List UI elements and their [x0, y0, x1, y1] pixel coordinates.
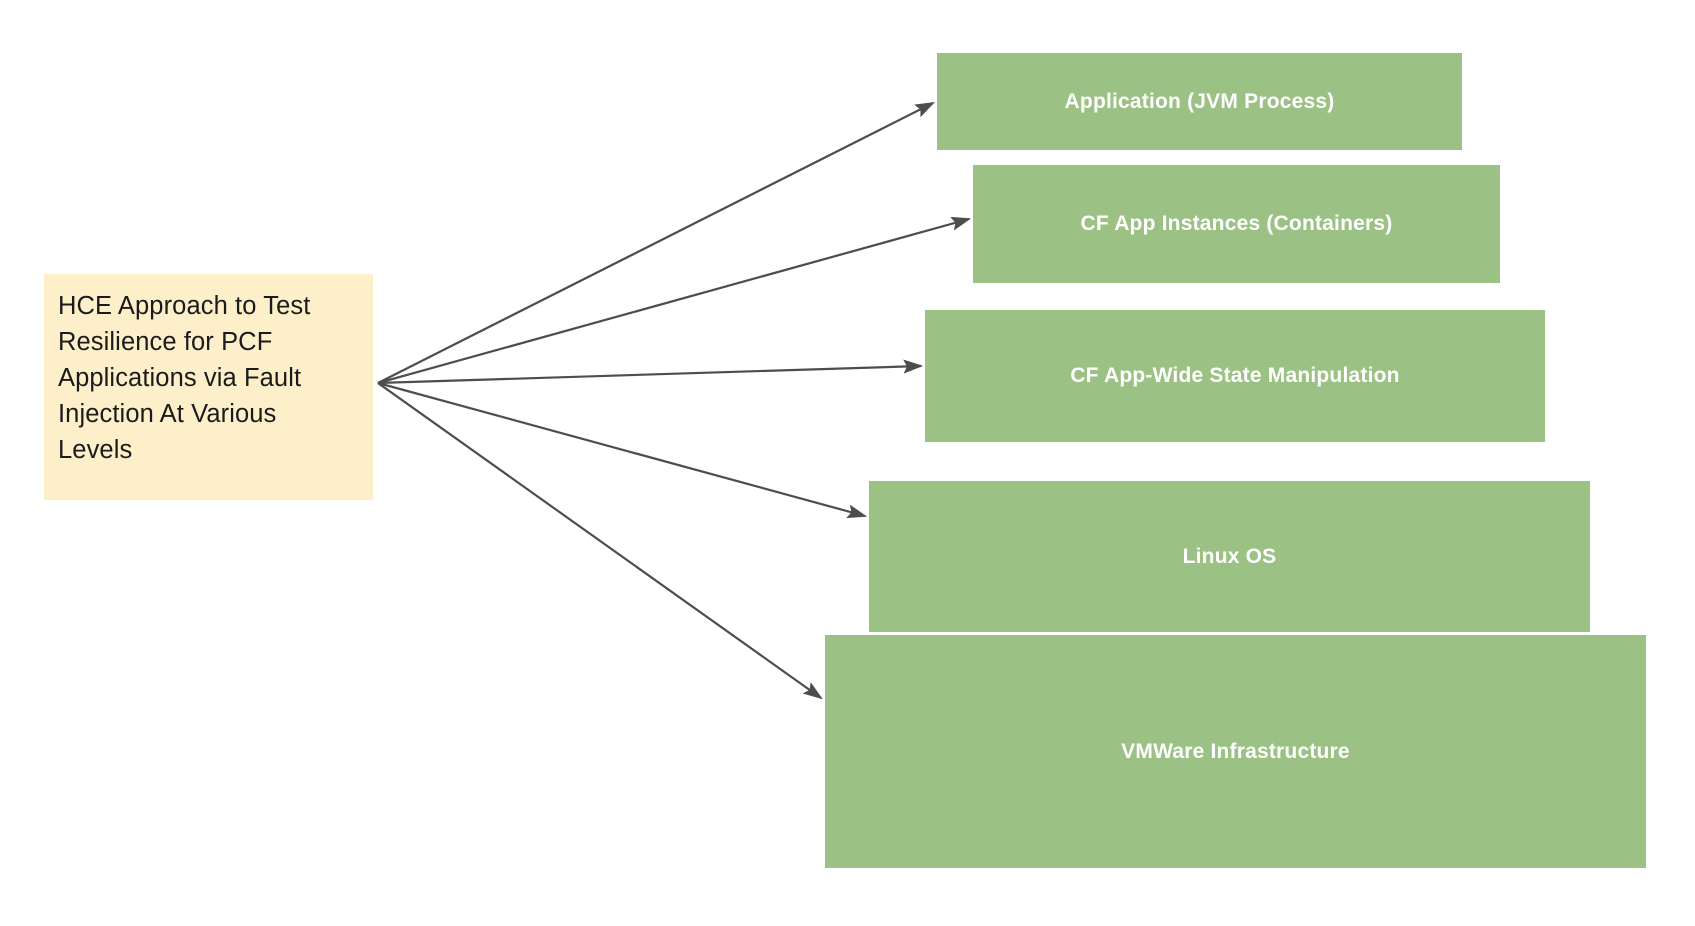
- source-note-text: HCE Approach to Test Resilience for PCF …: [58, 292, 311, 464]
- layer-label-cf-app-instances: CF App Instances (Containers): [1080, 212, 1393, 235]
- layer-box-application[interactable]: Application (JVM Process): [937, 53, 1462, 150]
- layer-label-application: Application (JVM Process): [1064, 89, 1335, 113]
- connector-arrow-5: [377, 382, 823, 700]
- layer-box-linux-os[interactable]: Linux OS: [869, 481, 1590, 632]
- layer-label-cf-app-wide-state: CF App-Wide State Manipulation: [1070, 364, 1400, 387]
- connector-arrow-3: [377, 359, 924, 385]
- layer-label-linux-os: Linux OS: [1182, 544, 1277, 568]
- layer-label-vmware-infrastructure: VMWare Infrastructure: [1121, 739, 1350, 763]
- source-note-box[interactable]: HCE Approach to Test Resilience for PCF …: [44, 274, 373, 500]
- layer-box-cf-app-wide-state[interactable]: CF App-Wide State Manipulation: [925, 310, 1545, 442]
- connector-arrow-2: [377, 216, 972, 385]
- layer-box-vmware-infrastructure[interactable]: VMWare Infrastructure: [825, 635, 1646, 868]
- connector-arrow-4: [377, 381, 868, 519]
- connector-arrow-1: [377, 102, 935, 384]
- layer-box-cf-app-instances[interactable]: CF App Instances (Containers): [973, 165, 1500, 283]
